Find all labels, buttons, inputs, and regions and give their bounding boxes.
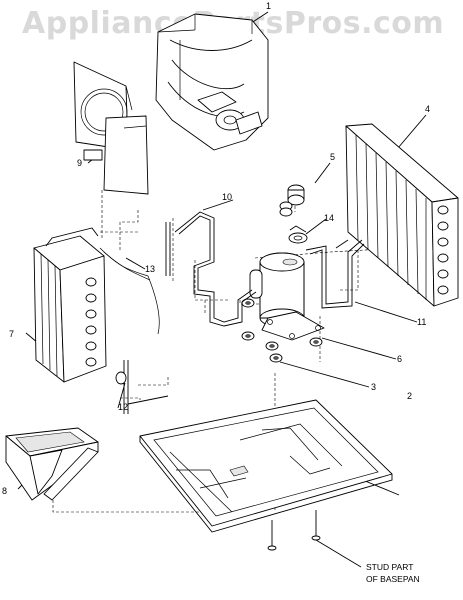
- callout-13: 13: [145, 264, 156, 274]
- callout-9: 9: [77, 158, 83, 168]
- callout-14: 14: [324, 213, 335, 223]
- leader-lines: [17, 11, 427, 568]
- blower-housing-part: [155, 13, 269, 151]
- callout-12: 12: [118, 402, 129, 412]
- compressor-part: [249, 252, 325, 341]
- callout-6: 6: [397, 354, 403, 364]
- discharge-tube-part: [165, 211, 257, 327]
- callout-8: 8: [2, 486, 8, 496]
- evaporator-coil-part: [33, 227, 107, 383]
- stud-label-line2: OF BASEPAN: [366, 574, 420, 584]
- callout-10: 10: [222, 192, 233, 202]
- callout-11: 11: [417, 317, 427, 327]
- stud-label: STUD PART OF BASEPAN: [366, 561, 420, 585]
- grommet-parts: [279, 184, 308, 244]
- stud-label-line1: STUD PART: [366, 562, 414, 572]
- callout-1: 1: [266, 1, 272, 11]
- callout-3: 3: [371, 382, 377, 392]
- drier-part: [115, 360, 169, 414]
- base-pan-part: [139, 399, 393, 533]
- stud-parts: [267, 510, 321, 551]
- callout-2: 2: [407, 391, 413, 401]
- condenser-coil-part: [335, 123, 459, 307]
- mounting-grommets-part: [241, 298, 323, 363]
- suction-tube-part: [305, 239, 365, 309]
- capillary-tube-part: [99, 247, 160, 335]
- partition-panel-part: [73, 61, 149, 195]
- drain-pan-part: [5, 427, 99, 501]
- callout-5: 5: [330, 152, 336, 162]
- callout-7: 7: [9, 329, 15, 339]
- callout-4: 4: [425, 104, 431, 114]
